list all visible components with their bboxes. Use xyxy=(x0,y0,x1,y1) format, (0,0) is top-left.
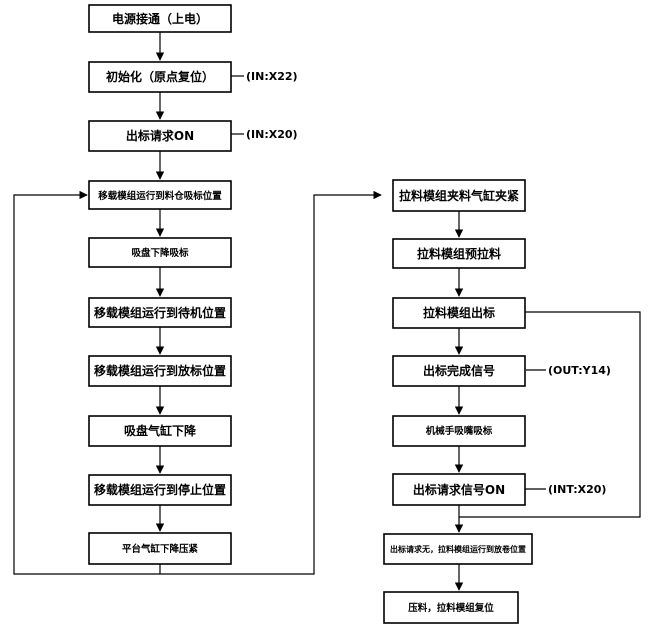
node-label-request-on-box xyxy=(88,120,232,152)
node-transfer-to-suck-position-box xyxy=(88,180,232,210)
node-suction-lower-suck-label-label: 吸盘下降吸标 xyxy=(131,247,189,259)
node-power-on: 电源接通（上电） xyxy=(88,4,232,33)
node-pull-module-prepull-label: 拉料模组预拉料 xyxy=(417,246,501,261)
node-power-on-box xyxy=(88,4,232,33)
node-transfer-to-suck-position: 移载模组运行到料仓吸标位置 xyxy=(88,180,232,210)
node-no-request-pull-to-unwind-box xyxy=(383,533,533,565)
node-no-request-pull-to-unwind-label: 出标请求无，拉料模组运行到放卷位置 xyxy=(390,544,526,554)
node-pull-module-prepull: 拉料模组预拉料 xyxy=(392,238,526,269)
node-transfer-to-stop-position: 移载模组运行到停止位置 xyxy=(88,474,232,506)
edges-left-column xyxy=(13,32,382,575)
node-transfer-to-place-position: 移载模组运行到放标位置 xyxy=(88,355,232,387)
node-press-reset-label: 压料，拉料模组复位 xyxy=(408,602,494,614)
node-initialize-label: 初始化（原点复位） xyxy=(106,69,214,84)
annot-output-complete: (OUT:Y14) xyxy=(548,364,611,377)
node-no-request-pull-to-unwind: 出标请求无，拉料模组运行到放卷位置 xyxy=(383,533,533,565)
node-pull-module-output: 拉料模组出标 xyxy=(392,297,526,329)
node-transfer-to-place-position-label: 移载模组运行到放标位置 xyxy=(94,363,226,378)
edges-right-column xyxy=(454,211,641,591)
annot-initialize: (IN:X22) xyxy=(246,70,298,83)
node-label-request-on-label: 出标请求ON xyxy=(126,128,194,143)
edge-output-loop-right xyxy=(459,311,641,518)
annot-output-request: (INT:X20) xyxy=(548,483,606,496)
node-pull-module-clamp-label: 拉料模组夹料气缸夹紧 xyxy=(399,188,519,203)
node-pull-module-clamp-box xyxy=(392,179,526,212)
node-platform-cylinder-press-label: 平台气缸下降压紧 xyxy=(122,543,199,555)
edge-platform-to-pull-clamp xyxy=(159,190,382,575)
node-pull-module-prepull-box xyxy=(392,238,526,269)
node-robot-suck-label-box xyxy=(392,415,526,447)
node-transfer-to-suck-position-label: 移载模组运行到料仓吸标位置 xyxy=(98,190,222,202)
node-press-reset-box xyxy=(383,591,519,624)
node-suction-lower-suck-label: 吸盘下降吸标 xyxy=(88,237,232,268)
node-platform-cylinder-press-box xyxy=(88,532,232,565)
node-transfer-to-standby: 移载模组运行到待机位置 xyxy=(88,297,232,328)
node-suction-cylinder-lower: 吸盘气缸下降 xyxy=(88,415,232,447)
node-transfer-to-standby-box xyxy=(88,297,232,328)
node-power-on-label: 电源接通（上电） xyxy=(112,11,208,26)
node-press-reset: 压料，拉料模组复位 xyxy=(383,591,519,624)
node-initialize: 初始化（原点复位） xyxy=(88,61,232,93)
node-suction-lower-suck-label-box xyxy=(88,237,232,268)
node-pull-module-output-label: 拉料模组出标 xyxy=(423,305,495,320)
node-robot-suck-label-label: 机械手吸嘴吸标 xyxy=(426,425,493,437)
node-output-request-signal-on: 出标请求信号ON xyxy=(392,473,526,506)
node-output-request-signal-on-label: 出标请求信号ON xyxy=(413,482,505,497)
node-transfer-to-standby-label: 移载模组运行到待机位置 xyxy=(94,305,226,320)
node-output-complete-signal-box xyxy=(392,355,526,387)
node-transfer-to-stop-position-label: 移载模组运行到停止位置 xyxy=(94,482,226,497)
node-pull-module-output-box xyxy=(392,297,526,329)
node-output-request-signal-on-box xyxy=(392,473,526,506)
node-transfer-to-place-position-box xyxy=(88,355,232,387)
node-suction-cylinder-lower-label: 吸盘气缸下降 xyxy=(124,423,197,438)
node-initialize-box xyxy=(88,61,232,93)
node-suction-cylinder-lower-box xyxy=(88,415,232,447)
node-output-complete-signal: 出标完成信号 xyxy=(392,355,526,387)
edge-loop-back-to-transfer xyxy=(13,190,160,575)
node-output-complete-signal-label: 出标完成信号 xyxy=(423,363,495,378)
node-robot-suck-label: 机械手吸嘴吸标 xyxy=(392,415,526,447)
node-pull-module-clamp: 拉料模组夹料气缸夹紧 xyxy=(392,179,526,212)
node-platform-cylinder-press: 平台气缸下降压紧 xyxy=(88,532,232,565)
node-label-request-on: 出标请求ON xyxy=(88,120,232,152)
annot-label-request: (IN:X20) xyxy=(246,128,298,141)
node-transfer-to-stop-position-box xyxy=(88,474,232,506)
